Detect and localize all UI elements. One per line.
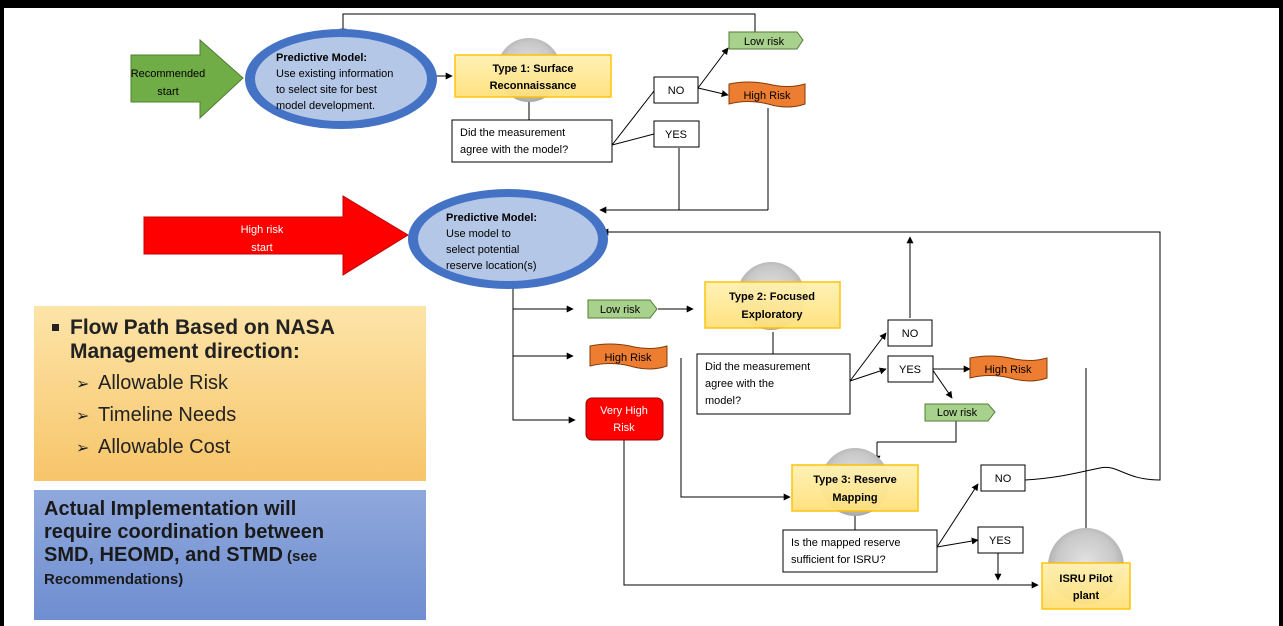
- model-1-line-1: Use existing information: [276, 68, 393, 80]
- low-risk-tag-3: Low risk: [924, 403, 996, 422]
- flow-path-item: ➢ Timeline Needs: [76, 400, 412, 432]
- implementation-agencies: SMD, HEOMD, and STMD: [44, 544, 283, 566]
- implementation-recommendations: Recommendations): [44, 571, 184, 588]
- high-risk-flag-1: High Risk: [728, 81, 806, 108]
- yes-label-2: YES: [899, 364, 921, 376]
- type-2-node: Type 2: Focused Exploratory: [704, 262, 841, 330]
- high-risk-label-3: High Risk: [984, 364, 1032, 376]
- low-risk-label-3: Low risk: [937, 407, 978, 419]
- isru-subtitle: plant: [1073, 590, 1100, 602]
- model-2-line-2: select potential: [446, 244, 519, 256]
- type-3-title: Type 3: Reserve: [813, 474, 897, 486]
- type-1-node: Type 1: Surface Reconnaissance: [454, 38, 612, 102]
- yes-box-1: [653, 120, 700, 148]
- very-high-risk-box: Very High Risk: [585, 397, 664, 441]
- very-high-risk-label: Very High: [600, 405, 648, 417]
- model-1-line-2: to select site for best: [276, 84, 377, 96]
- model-1-title: Predictive Model:: [276, 52, 367, 64]
- arrow-bullet-icon: ➢: [76, 440, 90, 457]
- connector-lines: [339, 13, 1161, 589]
- very-high-risk-label-2: Risk: [613, 422, 635, 434]
- flow-path-item-label: Timeline Needs: [98, 404, 237, 426]
- recommended-start-arrow: Recommended start: [130, 38, 244, 120]
- model-2-line-3: reserve location(s): [446, 260, 536, 272]
- type-2-subtitle: Exploratory: [741, 309, 803, 321]
- flow-path-heading-line-1: Flow Path Based on NASA: [70, 316, 335, 339]
- no-box-2: [887, 319, 933, 347]
- type-1-question-line-1: Did the measurement: [460, 127, 565, 139]
- high-risk-start-label-2: start: [251, 242, 272, 254]
- yes-box-3: [977, 526, 1024, 554]
- high-risk-label-1: High Risk: [743, 90, 791, 102]
- arrow-bullet-icon: ➢: [76, 376, 90, 393]
- type-3-question: Is the mapped reserve sufficient for ISR…: [782, 529, 938, 573]
- arrow-bullet-icon: ➢: [76, 408, 90, 425]
- no-box-3: [980, 464, 1026, 492]
- type-3-question-line-2: sufficient for ISRU?: [791, 554, 886, 566]
- high-risk-start-label: High risk: [241, 224, 284, 236]
- bullet-square-icon: [52, 324, 59, 331]
- low-risk-tag-2: Low risk: [587, 299, 658, 319]
- type-1-title: Type 1: Surface: [492, 63, 573, 75]
- high-risk-flag-2: High Risk: [589, 343, 668, 370]
- no-label-1: NO: [668, 85, 685, 97]
- type-1-subtitle: Reconnaissance: [490, 80, 577, 92]
- flow-path-panel: Flow Path Based on NASA Management direc…: [34, 306, 426, 481]
- flow-path-heading: Flow Path Based on NASA Management direc…: [48, 316, 412, 364]
- high-risk-label-2: High Risk: [604, 352, 652, 364]
- flow-path-list: ➢ Allowable Risk ➢ Timeline Needs ➢ Allowab…: [48, 368, 412, 464]
- no-label-2: NO: [902, 328, 919, 340]
- high-risk-flag-3: High Risk: [969, 355, 1048, 382]
- type-1-question: Did the measurement agree with the model…: [451, 119, 613, 163]
- yes-label-1: YES: [665, 129, 687, 141]
- type-3-question-line-1: Is the mapped reserve: [791, 537, 900, 549]
- low-risk-label-2: Low risk: [600, 304, 641, 316]
- implementation-panel: Actual Implementation will require coord…: [34, 490, 426, 620]
- flow-path-item: ➢ Allowable Cost: [76, 432, 412, 464]
- model-1-line-3: model development.: [276, 100, 375, 112]
- implementation-line-1: Actual Implementation will: [44, 498, 297, 520]
- yes-box-2: [887, 355, 934, 383]
- implementation-line-3: SMD, HEOMD, and STMD (see: [44, 544, 416, 568]
- implementation-line-2: require coordination between: [44, 521, 325, 543]
- recommended-start-label-2: start: [157, 86, 178, 98]
- flow-path-heading-line-2: Management direction:: [70, 340, 300, 363]
- type-2-question: Did the measurement agree with the model…: [696, 353, 851, 415]
- predictive-model-1: Predictive Model: Use existing informati…: [245, 29, 437, 129]
- type-1-question-line-2: agree with the model?: [460, 144, 568, 156]
- flow-path-item-label: Allowable Cost: [98, 436, 231, 458]
- flow-path-item-label: Allowable Risk: [98, 372, 229, 394]
- type-2-question-line-3: model?: [705, 395, 741, 407]
- isru-pilot-plant: ISRU Pilot plant: [1041, 528, 1131, 610]
- type-2-title: Type 2: Focused: [729, 291, 815, 303]
- low-risk-tag-1: Low risk: [728, 31, 804, 50]
- implementation-see: (see: [282, 548, 318, 565]
- no-box-1: [653, 76, 699, 104]
- recommended-start-label: Recommended: [131, 68, 206, 80]
- predictive-model-2: Predictive Model: Use model to select po…: [408, 189, 608, 289]
- no-label-3: NO: [995, 473, 1012, 485]
- type-2-question-line-1: Did the measurement: [705, 361, 810, 373]
- type-3-node: Type 3: Reserve Mapping: [791, 448, 919, 516]
- model-2-line-1: Use model to: [446, 228, 511, 240]
- model-2-title: Predictive Model:: [446, 212, 537, 224]
- isru-title: ISRU Pilot: [1059, 573, 1113, 585]
- type-2-question-line-2: agree with the: [705, 378, 774, 390]
- yes-label-3: YES: [989, 535, 1011, 547]
- type-3-subtitle: Mapping: [832, 492, 877, 504]
- low-risk-label-1: Low risk: [744, 36, 785, 48]
- flow-path-item: ➢ Allowable Risk: [76, 368, 412, 400]
- high-risk-start-arrow: High risk start: [143, 195, 409, 276]
